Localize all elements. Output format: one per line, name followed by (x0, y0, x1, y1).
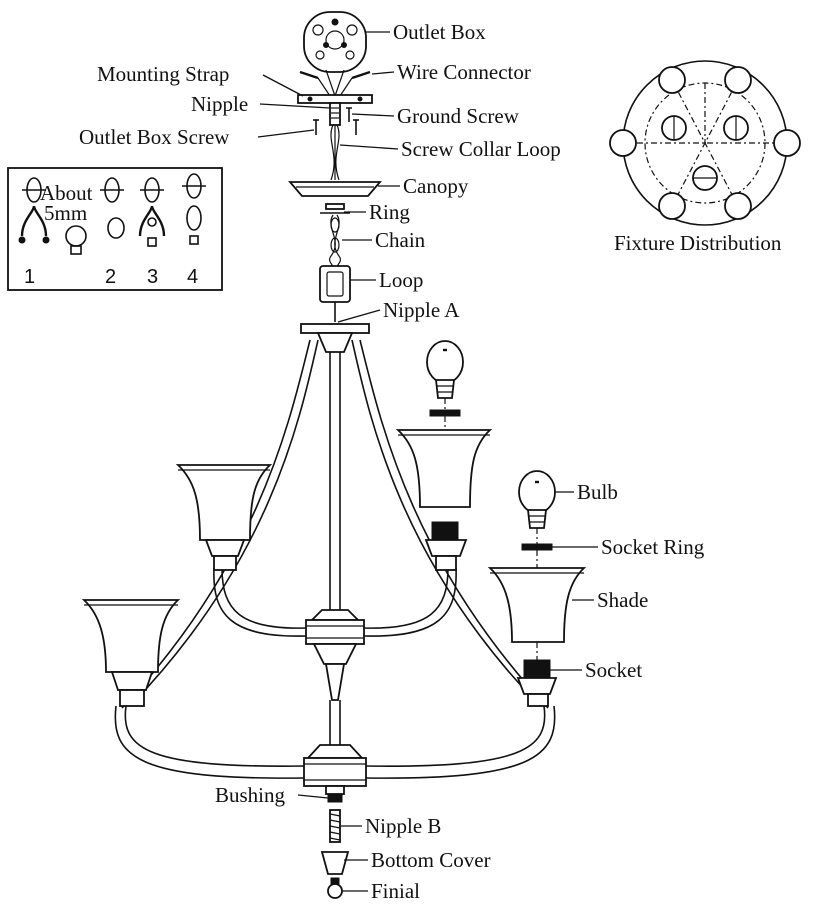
label-ring: Ring (369, 200, 410, 224)
fixture-distribution-diagram: Fixture Distribution (609, 60, 801, 255)
inset-step-3: 3 (147, 266, 158, 288)
bulb-lower-right (518, 470, 556, 568)
part-labels: Outlet Box Mounting Strap Wire Connector… (79, 20, 705, 903)
fixture-distribution-label: Fixture Distribution (614, 231, 782, 255)
bottom-cover (320, 851, 350, 875)
upper-hub (305, 609, 365, 745)
bushing (327, 793, 343, 803)
lower-hub (303, 744, 367, 795)
ground-screw (346, 107, 352, 122)
bulb-upper-right (426, 340, 464, 430)
shade-upper-right (395, 429, 493, 571)
label-bushing: Bushing (215, 783, 286, 807)
chain (329, 214, 341, 271)
top-cap (300, 323, 370, 353)
outlet-box-screw (313, 119, 359, 135)
shade-upper-left (175, 464, 273, 571)
canopy (288, 181, 382, 197)
label-finial: Finial (371, 879, 420, 901)
label-nipple: Nipple (191, 92, 248, 116)
upper-arms (213, 567, 457, 637)
lower-arms (114, 705, 556, 779)
label-outlet-box: Outlet Box (393, 20, 486, 44)
inset-step-4: 4 (187, 266, 198, 288)
label-bottom-cover: Bottom Cover (371, 848, 491, 872)
loop (319, 265, 351, 322)
inset-step-1: 1 (24, 266, 35, 288)
label-canopy: Canopy (403, 174, 469, 198)
nipple-b (329, 809, 341, 843)
mounting-strap (297, 94, 373, 104)
nipple (329, 102, 341, 126)
leader-lines (257, 31, 598, 892)
label-mounting-strap: Mounting Strap (97, 62, 229, 86)
shade-lower-right (487, 567, 587, 707)
ring (320, 203, 350, 214)
label-bulb: Bulb (577, 480, 618, 504)
label-socket-ring: Socket Ring (601, 535, 705, 559)
label-wire-connector: Wire Connector (397, 60, 531, 84)
label-screw-collar-loop: Screw Collar Loop (401, 137, 561, 161)
center-column (121, 339, 549, 709)
shade-lower-left (81, 599, 181, 707)
outlet-box (303, 11, 367, 73)
label-nipple-a: Nipple A (383, 298, 460, 322)
inset-about-label: About (40, 181, 93, 205)
label-ground-screw: Ground Screw (397, 104, 520, 128)
label-socket: Socket (585, 658, 642, 682)
wires (330, 124, 340, 181)
finial (327, 877, 343, 899)
label-loop: Loop (379, 268, 423, 292)
label-chain: Chain (375, 228, 426, 252)
chain-inset: About 5mm 1 2 3 4 (7, 167, 223, 291)
label-shade: Shade (597, 588, 648, 612)
inset-size-label: 5mm (44, 201, 87, 225)
inset-step-2: 2 (105, 266, 116, 288)
wire-connector (299, 69, 371, 97)
label-outlet-box-screw: Outlet Box Screw (79, 125, 230, 149)
label-nipple-b: Nipple B (365, 814, 441, 838)
